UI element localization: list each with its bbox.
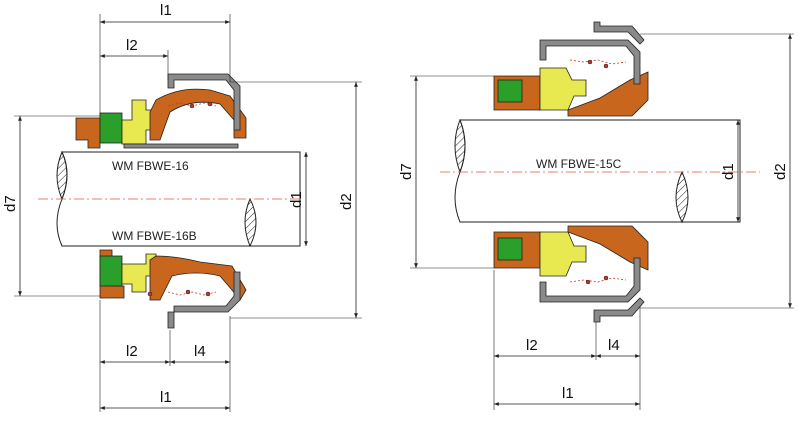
right-upper-seal [493, 21, 649, 117]
right-l2-label: l2 [526, 337, 538, 354]
right-shaft-break-mid [675, 170, 689, 224]
left-upper-seal [75, 73, 247, 149]
left-shaft-break-mid [244, 197, 257, 248]
left-top-l2-label: l2 [126, 37, 138, 54]
left-bottom-l2-label: l2 [126, 343, 138, 360]
left-lower-seal [99, 249, 247, 329]
right-l1-label: l1 [562, 385, 574, 402]
left-top-model-label: WM FBWE-16 [112, 159, 189, 173]
right-d7-label: d7 [398, 163, 415, 180]
left-d1-label: d1 [288, 191, 305, 208]
right-seal-assembly: WM FBWE-15C d7 d1 d2 l2 l4 l1 [398, 21, 794, 410]
right-lower-seal [493, 225, 649, 323]
left-d2-label: d2 [338, 193, 355, 210]
left-seal-assembly: WM FBWE-16 WM FBWE-16B l1 l2 l2 l4 l1 d7… [2, 2, 362, 412]
right-l4-label: l4 [608, 337, 620, 354]
left-d7-label: d7 [2, 195, 19, 212]
right-d1-label: d1 [720, 163, 737, 180]
right-d2-label: d2 [772, 163, 789, 180]
left-bottom-model-label: WM FBWE-16B [112, 229, 197, 243]
right-model-label: WM FBWE-15C [536, 157, 622, 171]
left-bottom-l1-label: l1 [160, 389, 172, 406]
left-bottom-l4-label: l4 [194, 343, 206, 360]
left-top-l1-label: l1 [160, 2, 172, 19]
right-shaft [454, 119, 741, 223]
